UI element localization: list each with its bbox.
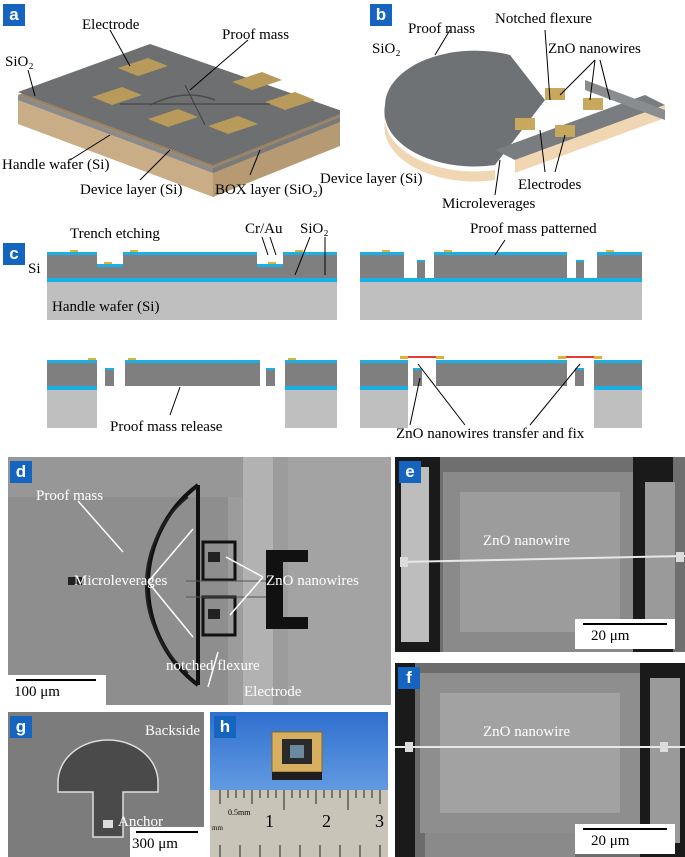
label-b-notched-flexure: Notched flexure [495,11,593,27]
panel-c-process-flow [47,236,642,430]
ruler-mm: mm [212,824,223,832]
label-anchor: Anchor [118,814,163,830]
label-c-si: Si [28,261,41,277]
panel-d: d Proof mass Microleverages ZnO nanowire… [8,457,391,705]
panel-a-illustration [18,29,340,197]
panel-h: h 0.5mm mm 1 2 3 [210,712,388,857]
label-d-zno: ZnO nanowires [266,573,359,589]
panel-f-sem-image [395,663,685,857]
label-c-handle-wafer: Handle wafer (Si) [52,299,160,315]
label-b-electrodes: Electrodes [518,177,582,193]
scale-bar-g [136,831,198,833]
scale-label-g: 300 μm [132,836,178,852]
scale-bar-f [583,828,667,830]
label-b-sio2: SiO₂ [372,41,401,57]
label-electrode: Electrode [82,17,140,33]
panel-f-badge: f [398,667,420,689]
scale-box-d: 100 μm [8,675,106,705]
scale-box-e: 20 μm [575,619,675,649]
label-proof-mass-release: Proof mass release [110,419,223,435]
label-d-proof-mass: Proof mass [36,488,104,504]
label-b-zno: ZnO nanowires [548,41,641,57]
scale-label-d: 100 μm [14,684,60,700]
panel-e: e ZnO nanowire 20 μm [395,457,685,652]
panel-g: g Backside Anchor 300 μm [8,712,204,857]
label-trench-etching: Trench etching [70,226,160,242]
panel-b-badge: b [370,4,392,26]
label-cr-au: Cr/Au [245,221,283,237]
panel-e-badge: e [399,461,421,483]
panel-a-badge: a [3,4,25,26]
label-b-microleverages: Microleverages [442,196,536,212]
label-proof-mass-patterned: Proof mass patterned [470,221,597,237]
scale-label-e: 20 μm [591,628,630,644]
label-proof-mass: Proof mass [222,27,290,43]
panel-e-sem-image [395,457,685,652]
scale-label-f: 20 μm [591,833,630,849]
scale-bar-d [16,679,96,681]
ruler-number-1: 1 [265,811,274,831]
panel-g-badge: g [10,716,32,738]
label-d-notched-flexure: notched flexure [166,658,260,674]
label-b-device-layer: Device layer (Si) [320,171,423,187]
label-box-layer: BOX layer (SiO₂) [215,182,323,198]
label-backside: Backside [145,723,200,739]
label-sio2: SiO₂ [5,54,34,70]
label-device-layer: Device layer (Si) [80,182,183,198]
panel-d-badge: d [10,461,32,483]
label-f-zno: ZnO nanowire [483,724,571,740]
label-e-zno: ZnO nanowire [483,533,571,549]
panel-d-sem-image [8,457,391,705]
panel-h-badge: h [214,716,236,738]
scale-bar-e [583,623,667,625]
label-c-sio2: SiO₂ [300,221,329,237]
ruler-number-2: 2 [322,811,331,831]
scale-box-f: 20 μm [575,824,675,854]
panel-c-badge: c [3,243,25,265]
ruler-number-3: 3 [375,811,384,831]
panel-b-illustration [384,29,665,196]
label-handle-wafer: Handle wafer (Si) [2,157,110,173]
label-b-proof-mass: Proof mass [408,21,476,37]
label-d-microleverages: Microleverages [74,573,168,589]
panel-h-photo [210,712,388,857]
scale-box-g: 300 μm [130,827,204,857]
ruler-mm-half: 0.5mm [228,808,251,817]
label-zno-transfer: ZnO nanowires transfer and fix [396,426,585,442]
panel-f: f ZnO nanowire 20 μm [395,663,685,857]
label-d-electrode: Electrode [244,684,302,700]
